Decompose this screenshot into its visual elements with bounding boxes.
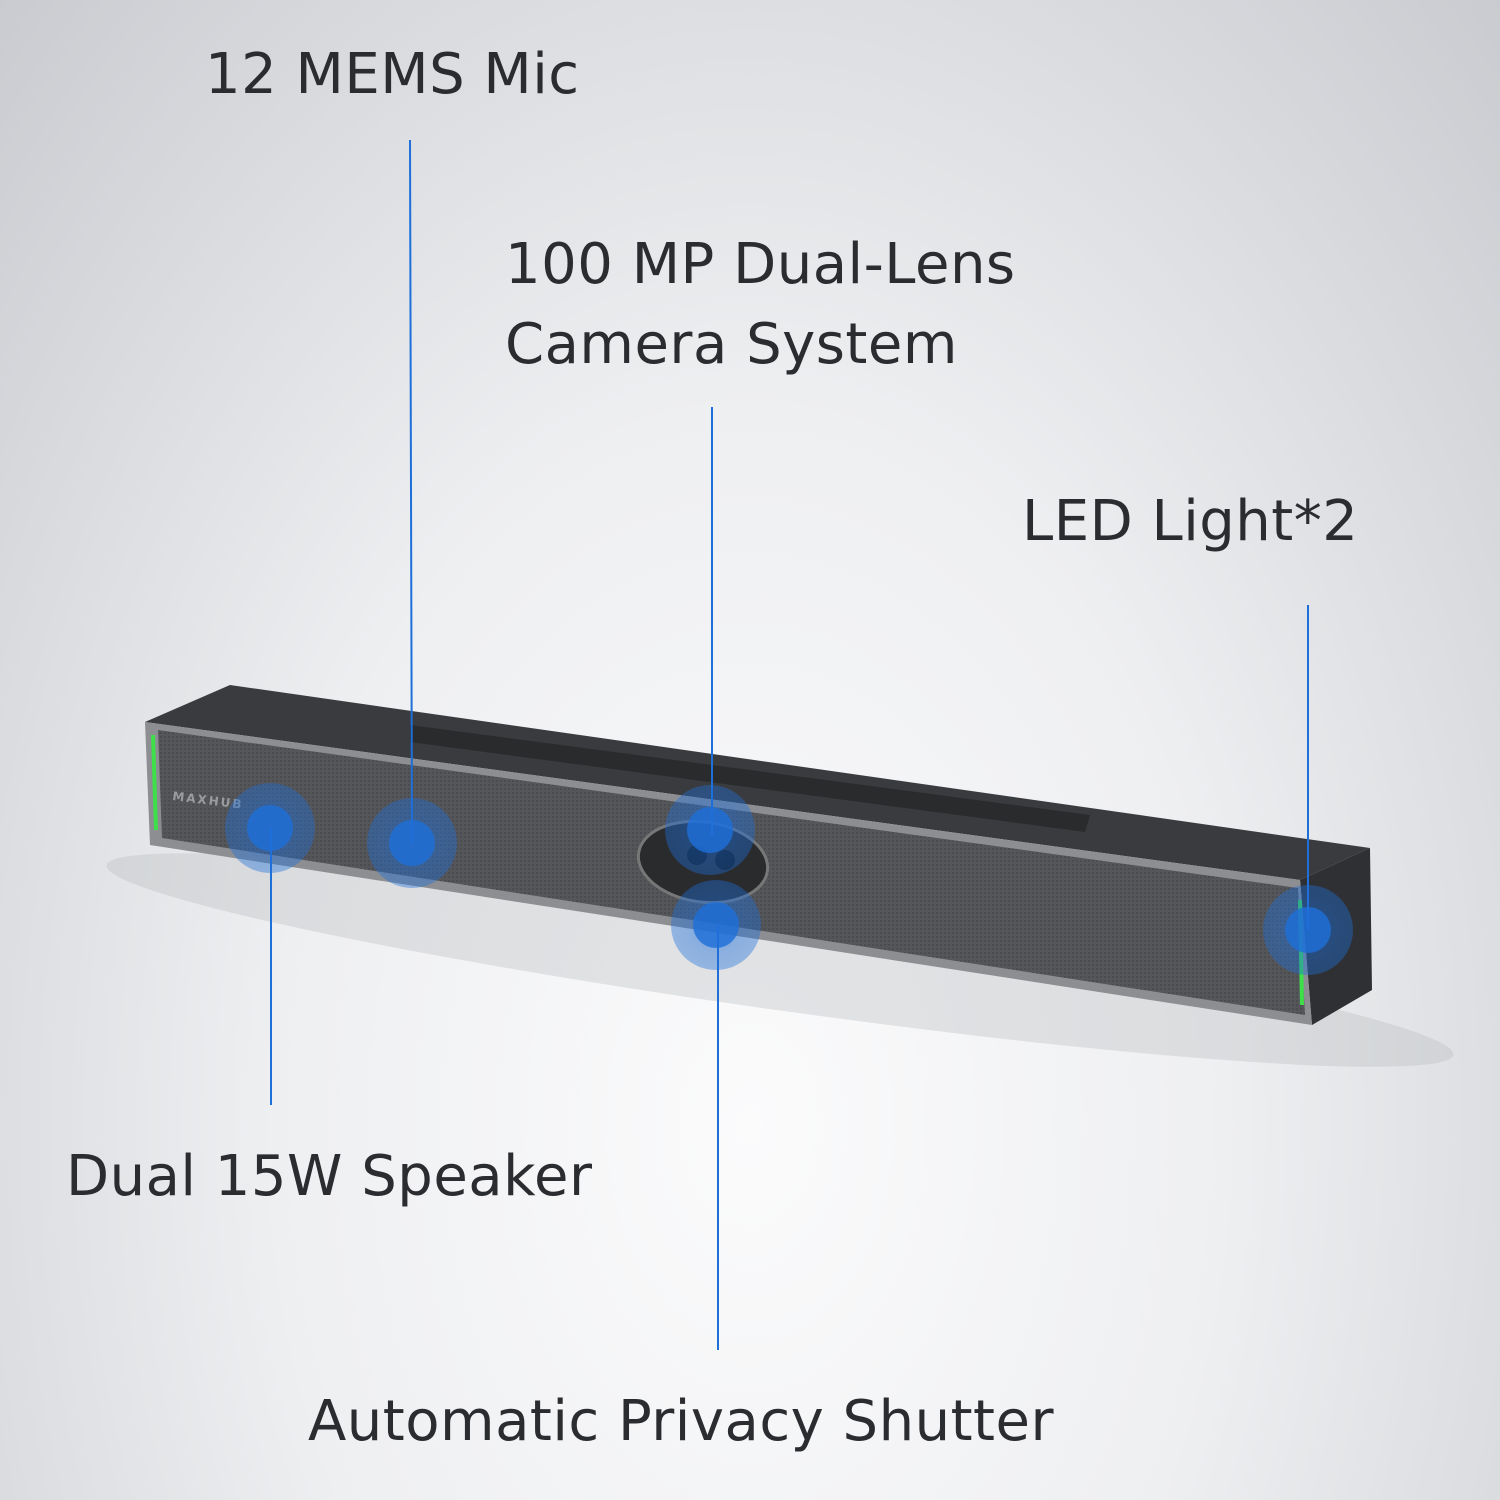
label-camera-line1: 100 MP Dual-Lens bbox=[505, 232, 1016, 297]
label-shutter: Automatic Privacy Shutter bbox=[308, 1389, 1054, 1454]
top-grille bbox=[410, 725, 1090, 832]
speaker-marker bbox=[225, 783, 315, 873]
label-mic: 12 MEMS Mic bbox=[205, 42, 580, 107]
mic-marker bbox=[367, 798, 457, 888]
soundbar-device bbox=[145, 685, 1372, 1025]
label-led: LED Light*2 bbox=[1022, 489, 1359, 554]
shutter-marker bbox=[671, 880, 761, 970]
led-left bbox=[151, 734, 158, 831]
led-marker bbox=[1263, 885, 1353, 975]
label-camera-line2: Camera System bbox=[505, 312, 958, 377]
shadow bbox=[106, 853, 1454, 1067]
camera-marker bbox=[665, 785, 755, 875]
callout-lines bbox=[270, 139, 1309, 1350]
label-speaker: Dual 15W Speaker bbox=[66, 1144, 593, 1209]
